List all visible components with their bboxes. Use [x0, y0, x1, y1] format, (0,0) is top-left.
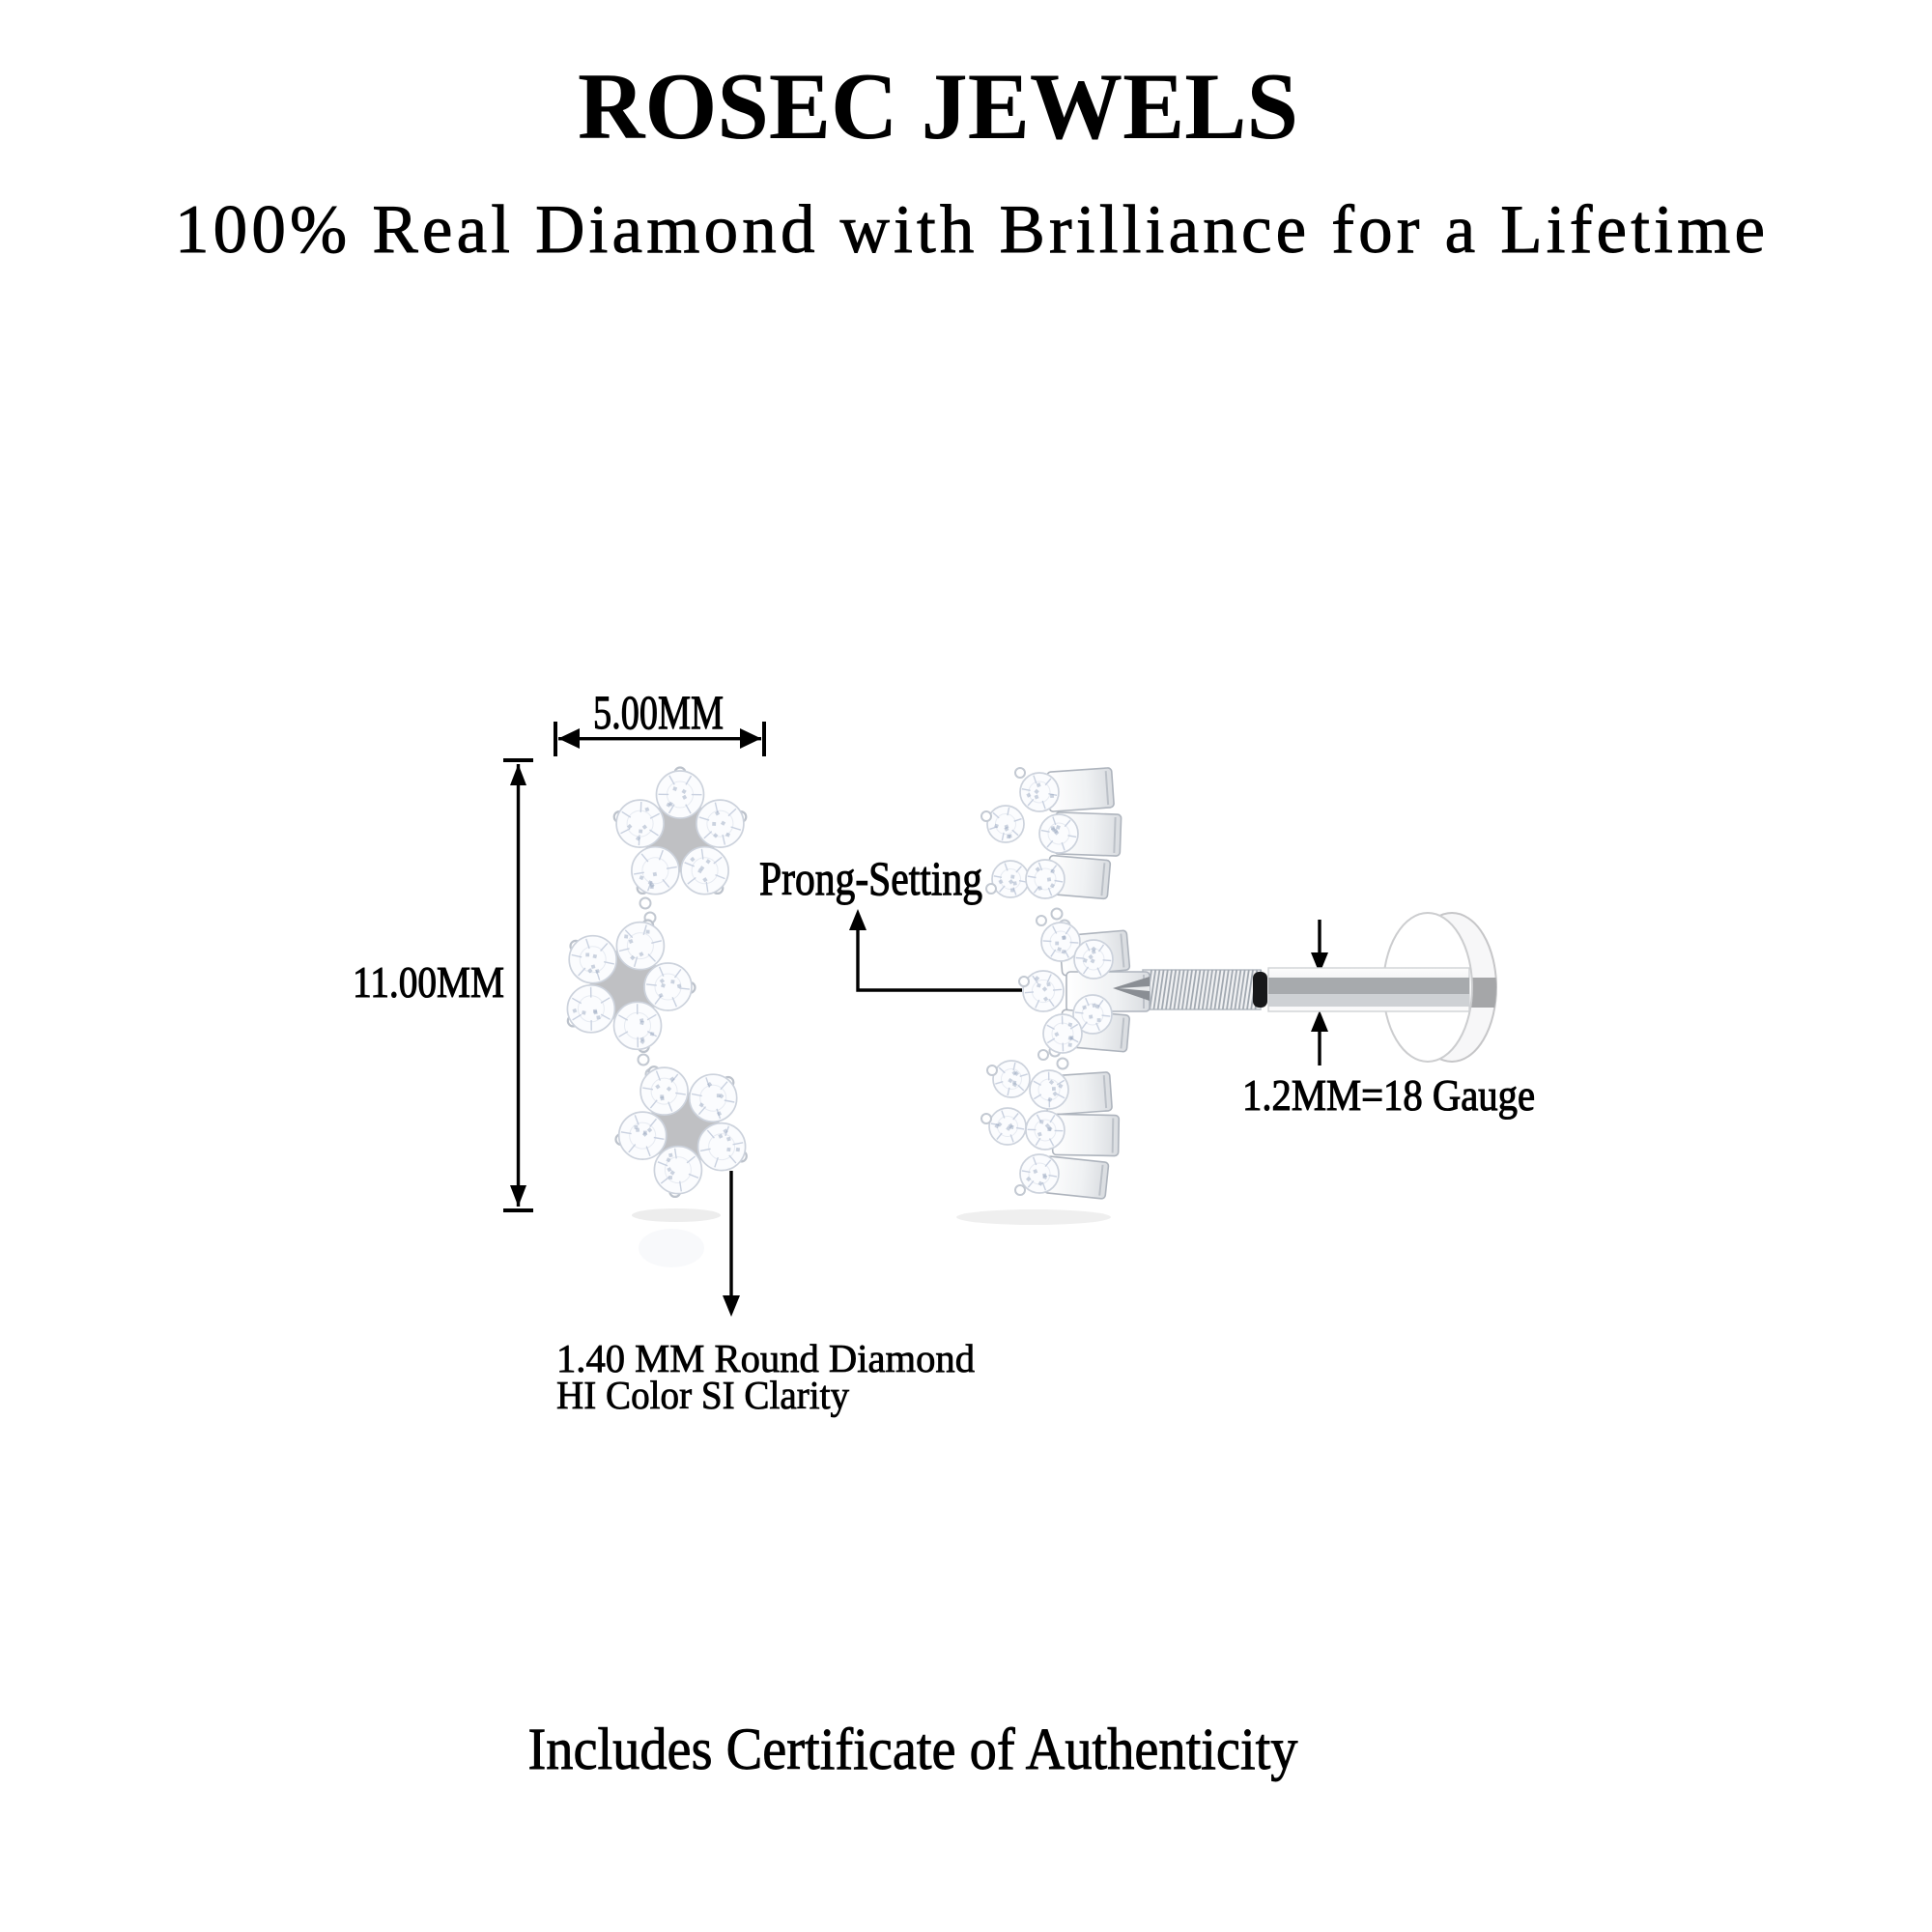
svg-text:Includes Certificate of Authen: Includes Certificate of Authenticity [528, 1718, 1298, 1782]
svg-text:5.00MM: 5.00MM [593, 685, 724, 739]
svg-text:Prong-Setting: Prong-Setting [759, 851, 982, 905]
svg-text:HI Color SI Clarity: HI Color SI Clarity [556, 1373, 849, 1417]
svg-text:1.2MM=18 Gauge: 1.2MM=18 Gauge [1242, 1070, 1535, 1120]
svg-text:ROSEC JEWELS: ROSEC JEWELS [578, 54, 1298, 159]
svg-text:1.40 MM Round Diamond: 1.40 MM Round Diamond [556, 1336, 975, 1380]
svg-text:100% Real Diamond with Brillia: 100% Real Diamond with Brilliance for a … [175, 192, 1765, 268]
svg-text:11.00MM: 11.00MM [353, 957, 504, 1007]
